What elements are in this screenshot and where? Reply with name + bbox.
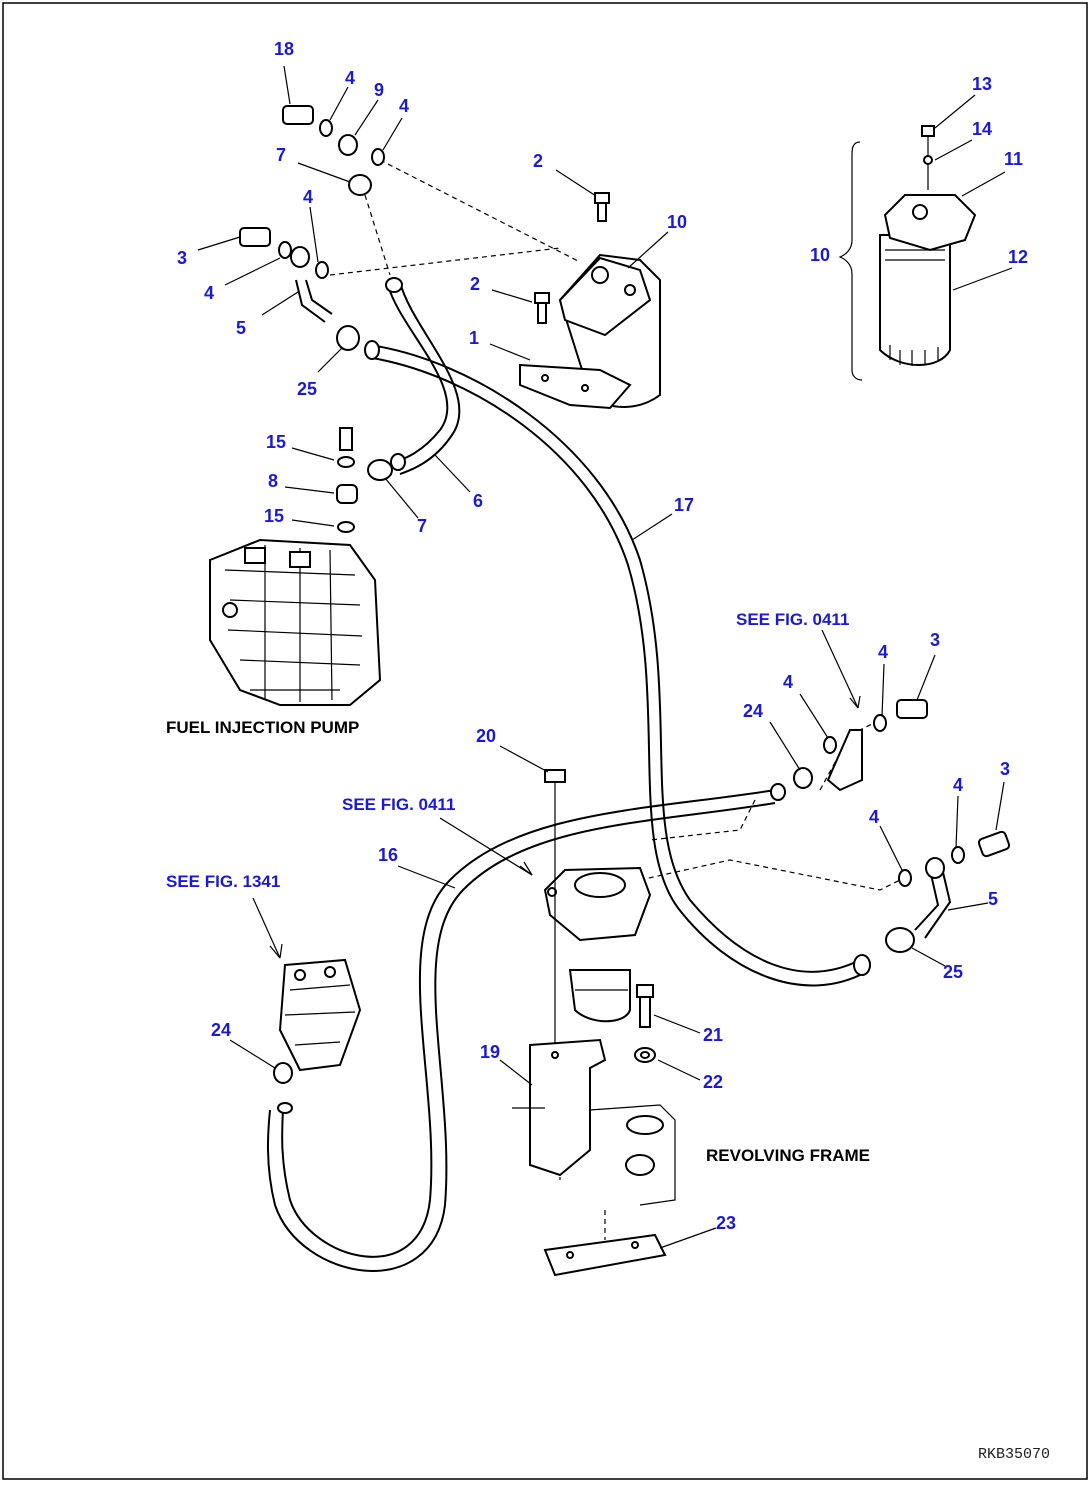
callout-17: 17 [674, 495, 694, 515]
callout-21: 21 [703, 1025, 723, 1045]
callout-4: 4 [399, 96, 409, 116]
callout-4: 4 [953, 775, 963, 795]
water-separator [543, 866, 652, 1023]
bolt-20 [544, 769, 566, 1060]
see-fig-0411-center[interactable]: SEE FIG. 0411 [342, 795, 455, 814]
hose-17 [369, 344, 867, 987]
caption-revolving-frame: REVOLVING FRAME [706, 1146, 870, 1165]
washer-22 [634, 1047, 656, 1063]
callout-23: 23 [716, 1213, 736, 1233]
callout-25: 25 [943, 962, 963, 982]
callout-4: 4 [303, 187, 313, 207]
callout-16: 16 [378, 845, 398, 865]
callout-12: 12 [1008, 247, 1028, 267]
callout-4: 4 [869, 807, 879, 827]
assembly-guides [329, 159, 901, 1240]
callout-18: 18 [274, 39, 294, 59]
callout-2: 2 [533, 151, 543, 171]
callout-3: 3 [177, 248, 187, 268]
callout-5: 5 [988, 889, 998, 909]
callout-19: 19 [480, 1042, 500, 1062]
pump-see-fig-1341 [273, 958, 362, 1114]
figure-references: SEE FIG. 0411 SEE FIG. 0411 SEE FIG. 134… [166, 610, 849, 891]
callout-numbers: 18 4 9 4 7 4 3 4 5 25 2 10 2 1 13 14 11 … [177, 39, 1028, 1233]
bolt-2-lower [534, 292, 550, 324]
callout-3: 3 [1000, 759, 1010, 779]
callout-1: 1 [469, 328, 479, 348]
callout-2: 2 [470, 274, 480, 294]
hose-6 [387, 281, 461, 475]
bracket-19 [529, 1038, 607, 1177]
callout-4: 4 [878, 642, 888, 662]
callout-15: 15 [264, 506, 284, 526]
fittings-right-lower [853, 830, 1011, 976]
callout-6: 6 [473, 491, 483, 511]
callout-10: 10 [810, 245, 830, 265]
callout-4: 4 [345, 68, 355, 88]
bolt-21 [636, 984, 654, 1028]
fittings-upper-left [239, 105, 403, 360]
callout-24: 24 [211, 1020, 231, 1040]
hose-16 [267, 789, 776, 1272]
callout-9: 9 [374, 80, 384, 100]
leader-lines [197, 65, 1013, 1249]
callout-25: 25 [297, 379, 317, 399]
revolving-frame-sketch [512, 1104, 676, 1206]
callout-11: 11 [1004, 149, 1023, 169]
caption-fuel-injection-pump: FUEL INJECTION PUMP [166, 718, 359, 737]
callout-22: 22 [703, 1072, 723, 1092]
fittings-middle-left [336, 427, 406, 533]
callout-3: 3 [930, 630, 940, 650]
fuel-injection-pump [209, 538, 382, 706]
captions: FUEL INJECTION PUMP REVOLVING FRAME RKB3… [166, 718, 1050, 1463]
callout-4: 4 [783, 672, 793, 692]
callout-7: 7 [417, 516, 427, 536]
callout-5: 5 [236, 318, 246, 338]
callout-8: 8 [268, 471, 278, 491]
callout-20: 20 [476, 726, 496, 746]
fuel-filter-assembly [519, 253, 661, 410]
see-fig-0411-right[interactable]: SEE FIG. 0411 [736, 610, 849, 629]
callout-24: 24 [743, 701, 763, 721]
callout-15: 15 [266, 432, 286, 452]
bolt-2-upper [594, 192, 610, 222]
filter-detail [838, 125, 977, 381]
callout-4: 4 [204, 283, 214, 303]
see-fig-1341[interactable]: SEE FIG. 1341 [166, 872, 280, 891]
figure-code: RKB35070 [978, 1446, 1050, 1463]
fittings-right-upper [770, 699, 928, 801]
callout-7: 7 [276, 145, 286, 165]
plate-23 [543, 1233, 667, 1277]
callout-13: 13 [972, 74, 992, 94]
callout-10: 10 [667, 212, 687, 232]
callout-14: 14 [972, 119, 992, 139]
